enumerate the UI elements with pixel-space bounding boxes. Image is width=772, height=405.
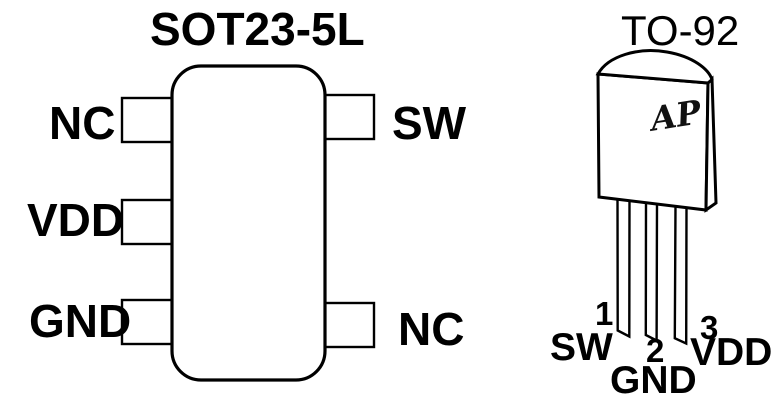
sot23-label-gnd: GND bbox=[29, 295, 132, 347]
to92-pin1-number: 1 bbox=[595, 295, 614, 332]
to92-pin3-number: 3 bbox=[700, 309, 719, 346]
sot23-package-drawing bbox=[120, 64, 376, 382]
sot23-pin-vdd bbox=[120, 198, 174, 246]
sot23-body bbox=[170, 64, 327, 382]
sot23-pin-nc-right bbox=[323, 301, 376, 349]
sot23-label-nc-left: NC bbox=[49, 97, 116, 149]
to92-pin3-name: VDD bbox=[690, 331, 772, 374]
to92-leg-2 bbox=[644, 200, 659, 343]
to92-pin2-number: 2 bbox=[646, 332, 665, 369]
sot23-pin-sw bbox=[323, 93, 376, 141]
to92-leg-1 bbox=[616, 197, 631, 339]
to92-title: TO-92 bbox=[621, 7, 740, 54]
sot23-pin-gnd bbox=[120, 298, 174, 346]
to92-pin1-name: SW bbox=[550, 326, 613, 369]
sot23-pin-nc-left bbox=[120, 96, 174, 144]
to92-package-drawing: AP bbox=[595, 49, 718, 346]
to92-side-face bbox=[704, 75, 718, 213]
to92-leg-3 bbox=[673, 204, 688, 346]
to92-dome bbox=[595, 49, 714, 85]
sot23-label-nc-right: NC bbox=[398, 303, 465, 355]
manufacturer-logo-icon: AP bbox=[645, 92, 705, 139]
sot23-label-vdd: VDD bbox=[27, 194, 125, 246]
sot23-title: SOT23-5L bbox=[150, 3, 365, 55]
to92-pin2-name: GND bbox=[610, 359, 697, 402]
sot23-label-sw: SW bbox=[392, 97, 467, 149]
